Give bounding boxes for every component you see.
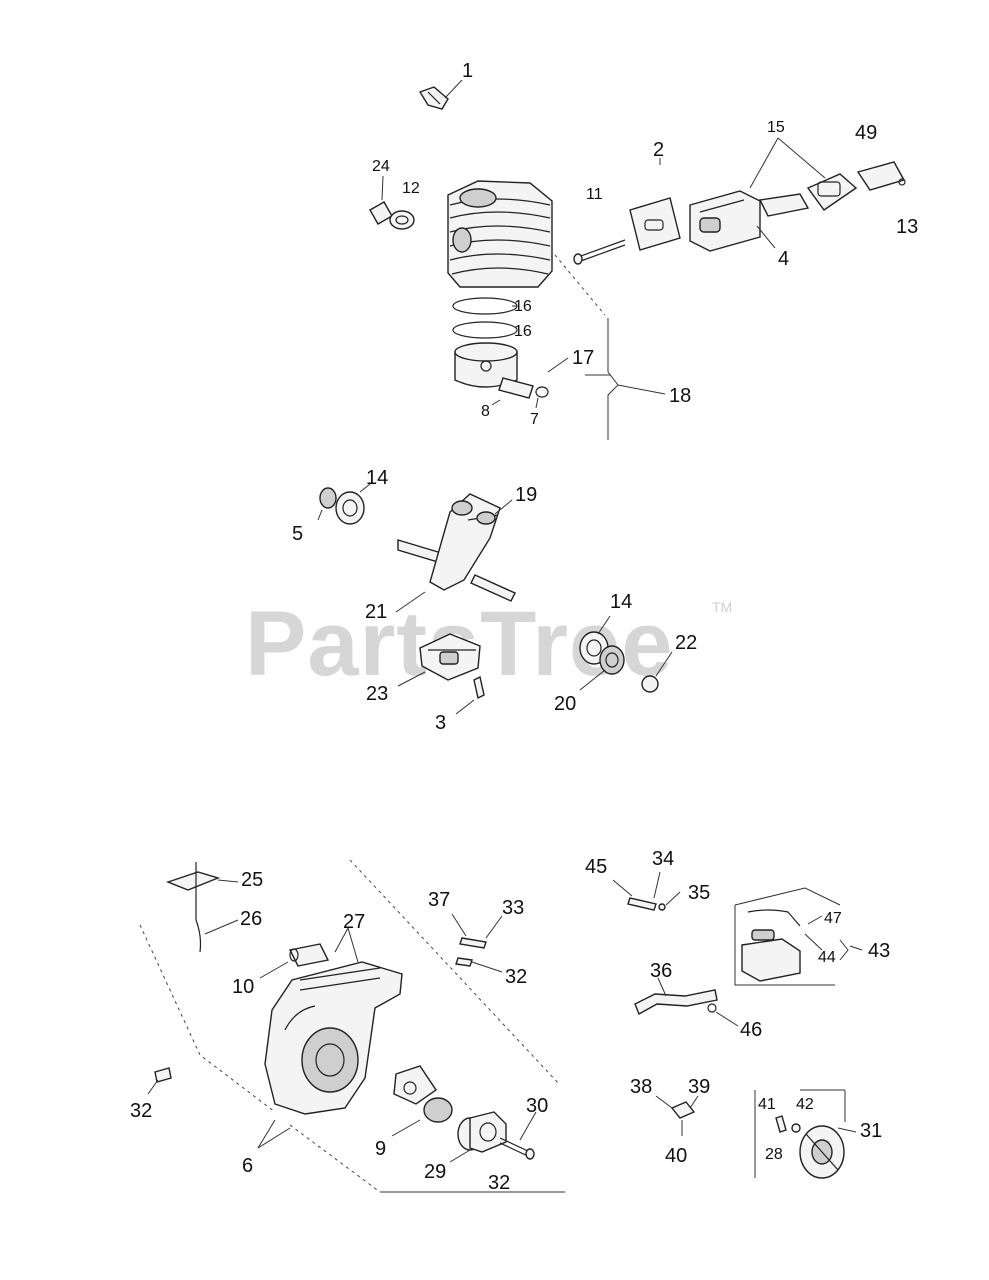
leader-17: [547, 357, 569, 373]
oil-pump-part: [419, 633, 481, 681]
callout-16-upper: 16: [514, 298, 532, 315]
callout-23: 23: [366, 683, 388, 705]
callout-20: 20: [554, 693, 576, 715]
piston-part: [454, 342, 518, 388]
throttle-rod-part: [165, 862, 221, 953]
callout-8: 8: [481, 403, 490, 420]
flywheel-part: [799, 1125, 845, 1179]
callout-30: 30: [526, 1095, 548, 1117]
callout-7: 7: [530, 411, 539, 428]
callout-16-lower: 16: [514, 323, 532, 340]
callout-1: 1: [462, 60, 473, 82]
screw-3-part: [473, 675, 485, 700]
screw-37-part: [459, 937, 487, 949]
callout-33: 33: [502, 897, 524, 919]
callout-28: 28: [765, 1146, 783, 1163]
spark-arrestor-part: [806, 173, 858, 211]
callout-9: 9: [375, 1138, 386, 1160]
decompression-valve-part: [369, 201, 415, 230]
piston-pin-part: [498, 377, 549, 399]
callout-14-bottom: 14: [610, 591, 632, 613]
callout-47: 47: [824, 910, 842, 927]
watermark-trademark: TM: [712, 599, 732, 615]
clutch-bolt-part: [499, 1137, 535, 1160]
callout-40: 40: [665, 1145, 687, 1167]
callout-46: 46: [740, 1019, 762, 1041]
callout-41: 41: [758, 1096, 776, 1113]
callout-34: 34: [652, 848, 674, 870]
callout-35: 35: [688, 882, 710, 904]
callout-36: 36: [650, 960, 672, 982]
callout-5: 5: [292, 523, 303, 545]
callout-32-left: 32: [130, 1100, 152, 1122]
worm-gear-part: [393, 1065, 453, 1123]
piston-ring-upper: [452, 297, 518, 315]
callout-26: 26: [240, 908, 262, 930]
callout-6: 6: [242, 1155, 253, 1177]
muffler-part: [689, 190, 810, 252]
callout-11: 11: [586, 186, 603, 203]
callout-31: 31: [860, 1120, 882, 1142]
callout-32-bottom: 32: [488, 1172, 510, 1194]
leader-1: [444, 79, 463, 99]
muffler-bolt-part: [573, 239, 626, 265]
washer-22-part: [641, 675, 659, 693]
callout-14-top: 14: [366, 467, 388, 489]
needle-bearing-part: [476, 511, 496, 525]
fuel-tank-part: [741, 909, 801, 982]
callout-49: 49: [855, 122, 877, 144]
callout-27: 27: [343, 911, 365, 933]
callout-44: 44: [818, 949, 836, 966]
callout-43: 43: [868, 940, 890, 962]
callout-38: 38: [630, 1076, 652, 1098]
throttle-lever-part: [634, 989, 718, 1015]
callout-24: 24: [372, 158, 390, 175]
callout-25: 25: [241, 869, 263, 891]
crank-bearing-part: [319, 487, 365, 525]
callout-37: 37: [428, 889, 450, 911]
callout-45: 45: [585, 856, 607, 878]
screw-28-part: [775, 1115, 787, 1133]
adjuster-screw-part: [670, 1101, 696, 1119]
av-element-part: [288, 943, 330, 967]
callout-17: 17: [572, 347, 594, 369]
callout-18: 18: [669, 385, 691, 407]
crankcase-part: [264, 961, 403, 1115]
callout-21: 21: [365, 601, 387, 623]
callout-22: 22: [675, 632, 697, 654]
callout-2: 2: [653, 139, 664, 161]
callout-10: 10: [232, 976, 254, 998]
screw-32-left-part: [154, 1067, 172, 1083]
bracket-18: [607, 318, 619, 440]
callout-3: 3: [435, 712, 446, 734]
callout-4: 4: [778, 248, 789, 270]
cylinder-part: [447, 180, 553, 288]
piston-ring-lower: [452, 321, 518, 339]
callout-29: 29: [424, 1161, 446, 1183]
callout-13: 13: [896, 216, 918, 238]
screw-32-mid-part: [455, 957, 473, 967]
callout-42: 42: [796, 1096, 814, 1113]
callout-32-mid: 32: [505, 966, 527, 988]
callout-19: 19: [515, 484, 537, 506]
crankshaft-part: [397, 493, 516, 602]
callout-39: 39: [688, 1076, 710, 1098]
leader-24: [381, 175, 384, 201]
callout-12: 12: [402, 180, 420, 197]
spark-plug-part: [418, 86, 449, 110]
muffler-cover-part: [856, 161, 906, 191]
crank-bearing-right-part: [579, 631, 625, 675]
chain-tensioner-part: [627, 897, 666, 911]
muffler-gasket-part: [629, 197, 681, 251]
clutch-drum-part: [457, 1111, 507, 1153]
callout-15: 15: [767, 119, 785, 136]
